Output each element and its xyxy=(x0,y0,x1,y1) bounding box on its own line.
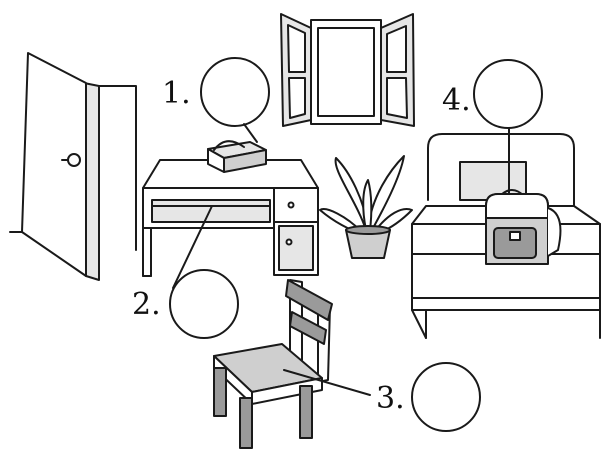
label-3: 3. xyxy=(283,362,481,432)
door-knob-icon xyxy=(61,153,81,167)
answer-circle-3[interactable] xyxy=(411,362,481,432)
answer-circle-4[interactable] xyxy=(473,59,543,129)
label-2-number: 2. xyxy=(132,287,161,322)
potted-plant xyxy=(319,155,413,259)
label-1: 1. xyxy=(162,57,270,143)
answer-circle-2[interactable] xyxy=(169,269,239,339)
label-4-number: 4. xyxy=(442,83,471,118)
label-1-number: 1. xyxy=(162,76,191,111)
desk xyxy=(142,159,319,277)
answer-circle-1[interactable] xyxy=(200,57,270,127)
schoolbag xyxy=(485,189,562,265)
label-3-number: 3. xyxy=(376,381,405,416)
tissue-box xyxy=(207,140,267,173)
window xyxy=(280,13,415,127)
door xyxy=(9,52,137,281)
label-2: 2. xyxy=(132,205,239,339)
label-4: 4. xyxy=(442,59,543,195)
chair xyxy=(213,279,333,449)
